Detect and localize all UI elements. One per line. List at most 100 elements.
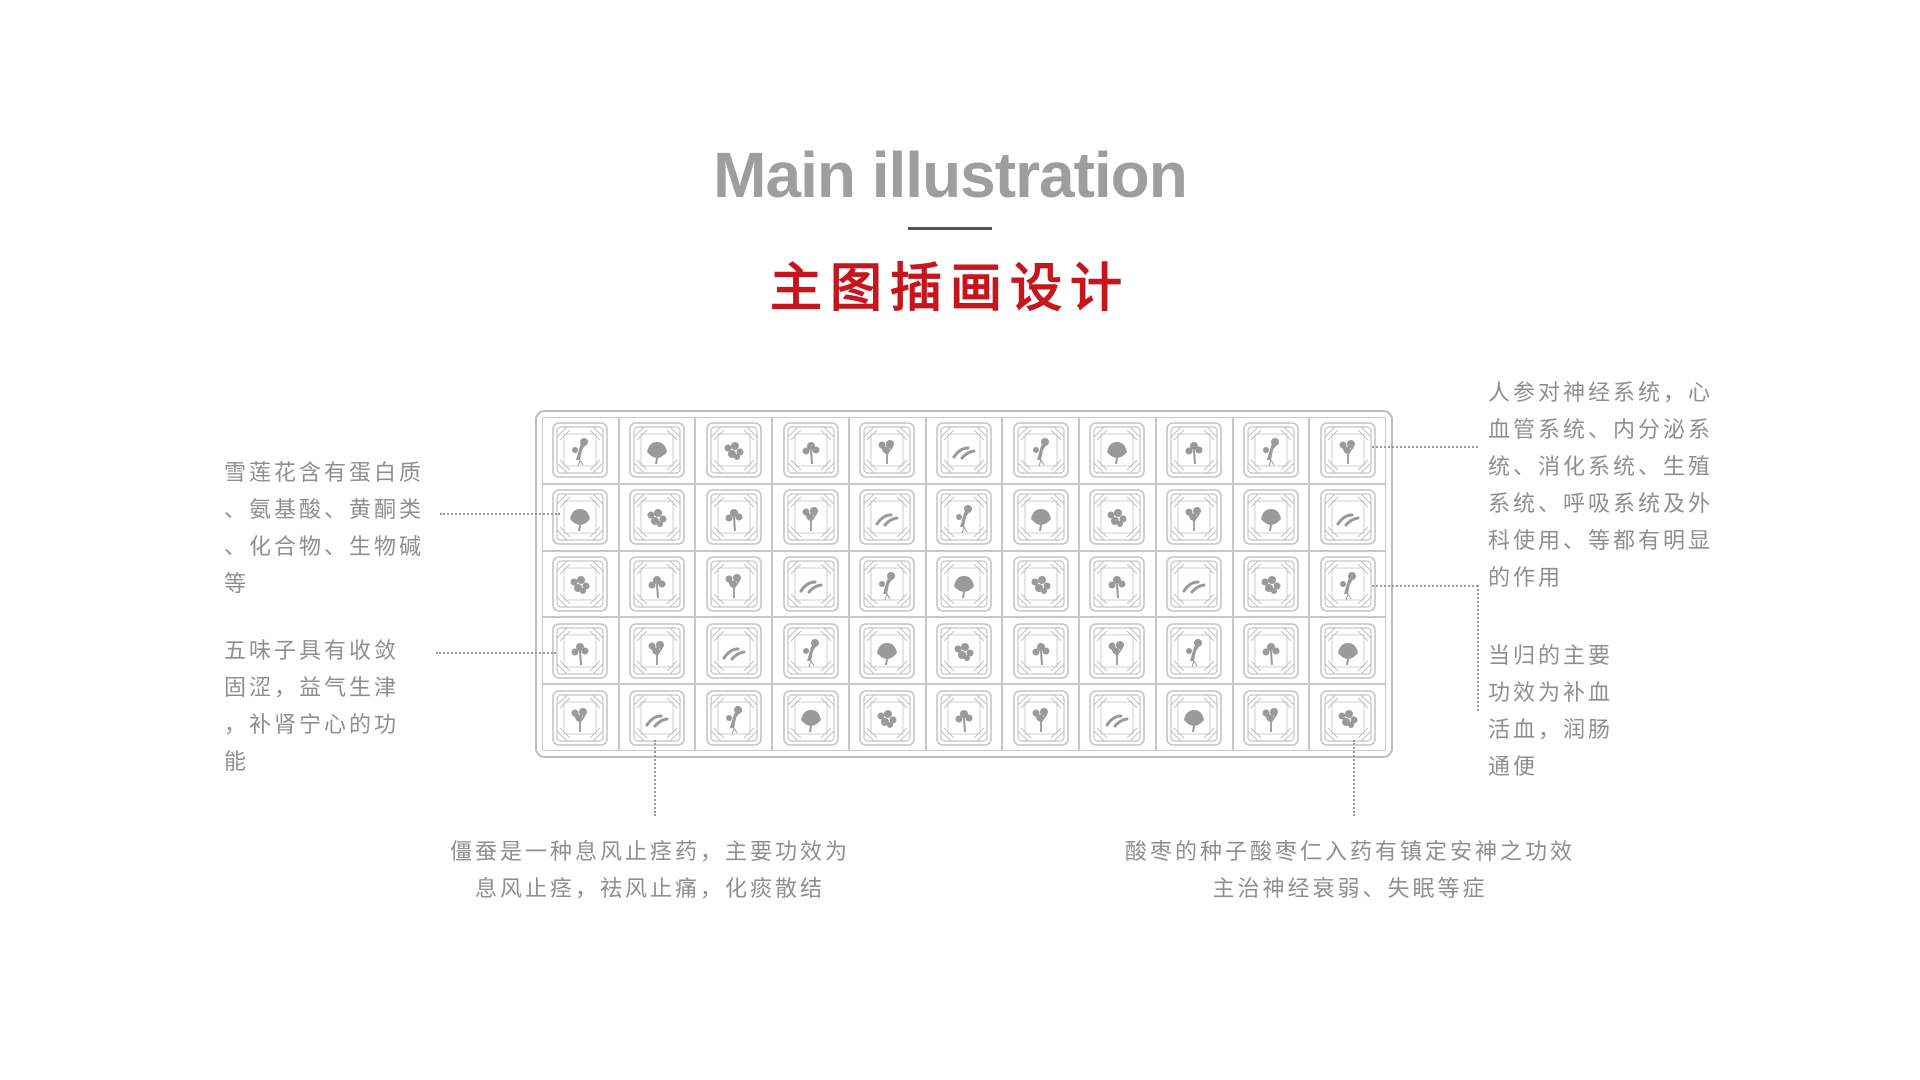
herb-tile [1309, 417, 1386, 484]
herb-tile [1309, 684, 1386, 751]
herb-tile [618, 550, 696, 618]
herb-tile [1079, 550, 1156, 618]
silkworm-icon [936, 422, 992, 479]
herb-tile [695, 684, 773, 751]
schisandra-icon [936, 622, 992, 679]
note-silkworm: 僵蚕是一种息风止痉药，主要功效为 息风止痉，祛风止痛，化痰散结 [449, 840, 850, 902]
herb-tile [925, 684, 1003, 751]
connector-ginseng [1372, 446, 1478, 448]
silkworm-icon [1089, 689, 1146, 746]
peony-icon [1243, 622, 1299, 679]
title-english: Main illustration [713, 139, 1188, 211]
herb-tile [542, 483, 619, 551]
herb-tile [1155, 684, 1233, 751]
herb-tile [772, 483, 849, 551]
silkworm-icon [782, 556, 839, 612]
snow-lotus-icon [629, 422, 685, 479]
silkworm-icon [629, 689, 685, 746]
silkworm-icon [1166, 556, 1222, 612]
herb-tile [772, 550, 849, 618]
peony-icon [936, 689, 992, 746]
herb-tile [1002, 684, 1080, 751]
herb-tile [1309, 617, 1386, 685]
ginseng-icon [1166, 622, 1222, 679]
connector-schisandra [436, 652, 556, 654]
connector-angelica [1372, 585, 1478, 587]
herb-tile [1232, 684, 1310, 751]
peony-icon [1012, 622, 1069, 679]
herb-tile [1232, 417, 1310, 484]
schisandra-icon [629, 489, 685, 545]
schisandra-icon [1243, 556, 1299, 612]
herb-tile [1155, 417, 1233, 484]
snow-lotus-icon [859, 622, 916, 679]
herb-tile [542, 417, 619, 484]
herb-tile-grid [535, 410, 1393, 758]
snow-lotus-icon [1012, 489, 1069, 545]
herb-tile [848, 417, 926, 484]
herb-tile [848, 483, 926, 551]
schisandra-icon [1319, 689, 1376, 746]
schisandra-icon [859, 689, 916, 746]
herb-tile [848, 617, 926, 685]
note-jujube: 酸枣的种子酸枣仁入药有镇定安神之功效 主治神经衰弱、失眠等症 [1124, 840, 1575, 902]
snow-lotus-icon [782, 689, 839, 746]
note-angelica: 当归的主要 功效为补血 活血，润肠 通便 [1488, 644, 1614, 780]
snow-lotus-icon [552, 489, 609, 545]
ginseng-icon [1243, 422, 1299, 479]
herb-tile [1232, 483, 1310, 551]
note-schisandra: 五味子具有收敛 固涩，益气生津 ，补肾宁心的功 能 [224, 639, 400, 775]
angelica-icon [1012, 689, 1069, 746]
note-snow-lotus: 雪莲花含有蛋白质 、氨基酸、黄酮类 、化合物、生物碱 等 [224, 461, 425, 597]
herb-tile [925, 483, 1003, 551]
herb-tile [618, 617, 696, 685]
herb-tile [848, 550, 926, 618]
peony-icon [629, 556, 685, 612]
snow-lotus-icon [1089, 422, 1146, 479]
herb-tile [618, 417, 696, 484]
herb-tile [1002, 417, 1080, 484]
herb-tile [772, 684, 849, 751]
connector-snow-lotus [440, 513, 560, 515]
silkworm-icon [1319, 489, 1376, 545]
herb-tile [1002, 617, 1080, 685]
schisandra-icon [706, 422, 762, 479]
herb-tile [1002, 483, 1080, 551]
snow-lotus-icon [936, 556, 992, 612]
herb-tile [1002, 550, 1080, 618]
peony-icon [706, 489, 762, 545]
angelica-icon [706, 556, 762, 612]
ginseng-icon [1012, 422, 1069, 479]
ginseng-icon [936, 489, 992, 545]
herb-tile [1155, 550, 1233, 618]
angelica-icon [1089, 622, 1146, 679]
angelica-icon [1243, 689, 1299, 746]
angelica-icon [629, 622, 685, 679]
herb-tile [1079, 417, 1156, 484]
herb-tile [925, 617, 1003, 685]
ginseng-icon [706, 689, 762, 746]
herb-tile [618, 483, 696, 551]
herb-tile [772, 617, 849, 685]
angelica-icon [552, 689, 609, 746]
ginseng-icon [859, 556, 916, 612]
title-divider [908, 227, 992, 230]
herb-tile [542, 550, 619, 618]
angelica-icon [859, 422, 916, 479]
angelica-icon [1166, 489, 1222, 545]
ginseng-icon [552, 422, 609, 479]
note-ginseng: 人参对神经系统，心 血管系统、内分泌系 统、消化系统、生殖 系统、呼吸系统及外 … [1488, 381, 1714, 591]
schisandra-icon [1089, 489, 1146, 545]
title-chinese: 主图插画设计 [769, 259, 1130, 319]
herb-tile [1232, 617, 1310, 685]
ginseng-icon [782, 622, 839, 679]
herb-tile [1155, 617, 1233, 685]
herb-tile [925, 550, 1003, 618]
angelica-icon [1319, 422, 1376, 479]
herb-tile [1155, 483, 1233, 551]
peony-icon [552, 622, 609, 679]
herb-tile [695, 483, 773, 551]
schisandra-icon [552, 556, 609, 612]
snow-lotus-icon [1319, 622, 1376, 679]
herb-tile [1232, 550, 1310, 618]
